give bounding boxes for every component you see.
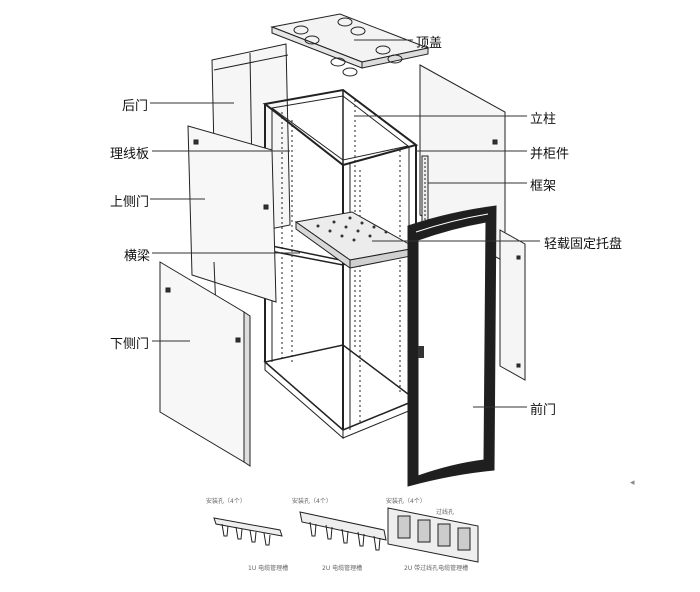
accessory-1u-cable-manager bbox=[213, 517, 283, 546]
accessory-1-bottom-caption: 1U 电缆管理槽 bbox=[248, 565, 289, 572]
lower-side-door bbox=[159, 261, 251, 467]
accessory-3-bottom-caption: 2U 带过线孔电缆管理槽 bbox=[404, 565, 469, 572]
label-cable-board: 理线板 bbox=[110, 147, 150, 162]
accessory-1-top-caption: 安装孔（4个） bbox=[206, 498, 246, 505]
label-lower-side-door: 下侧门 bbox=[110, 337, 150, 352]
accessory-2-top-caption: 安装孔（4个） bbox=[292, 498, 332, 505]
accessory-2u-cable-manager bbox=[299, 511, 387, 551]
label-light-tray: 轻载固定托盘 bbox=[544, 237, 623, 252]
accessory-3-side-caption: 过线孔 bbox=[436, 509, 455, 516]
label-rear-door: 后门 bbox=[122, 99, 149, 114]
label-crossbeam: 横梁 bbox=[124, 249, 151, 264]
accessory-2u-cable-manager-with-holes bbox=[387, 507, 479, 563]
label-upper-side-door: 上侧门 bbox=[110, 195, 150, 210]
label-top-cover: 顶盖 bbox=[416, 36, 443, 51]
upper-side-door bbox=[187, 125, 277, 311]
triangle-marker-icon: ◂ bbox=[630, 478, 635, 488]
label-frame: 框架 bbox=[530, 179, 557, 194]
accessory-2-bottom-caption: 2U 电缆管理槽 bbox=[322, 565, 363, 572]
front-door bbox=[407, 205, 497, 487]
top-cover bbox=[270, 13, 430, 77]
light-tray bbox=[294, 211, 418, 269]
accessory-3-top-caption: 安装孔（4个） bbox=[386, 498, 426, 505]
right-side-lower-panel bbox=[499, 229, 526, 381]
label-column: 立柱 bbox=[530, 112, 557, 127]
leader-lines bbox=[150, 39, 540, 408]
label-cabinet-joiner: 并柜件 bbox=[530, 147, 570, 162]
label-front-door: 前门 bbox=[530, 403, 557, 418]
cabinet-frame bbox=[262, 88, 419, 440]
